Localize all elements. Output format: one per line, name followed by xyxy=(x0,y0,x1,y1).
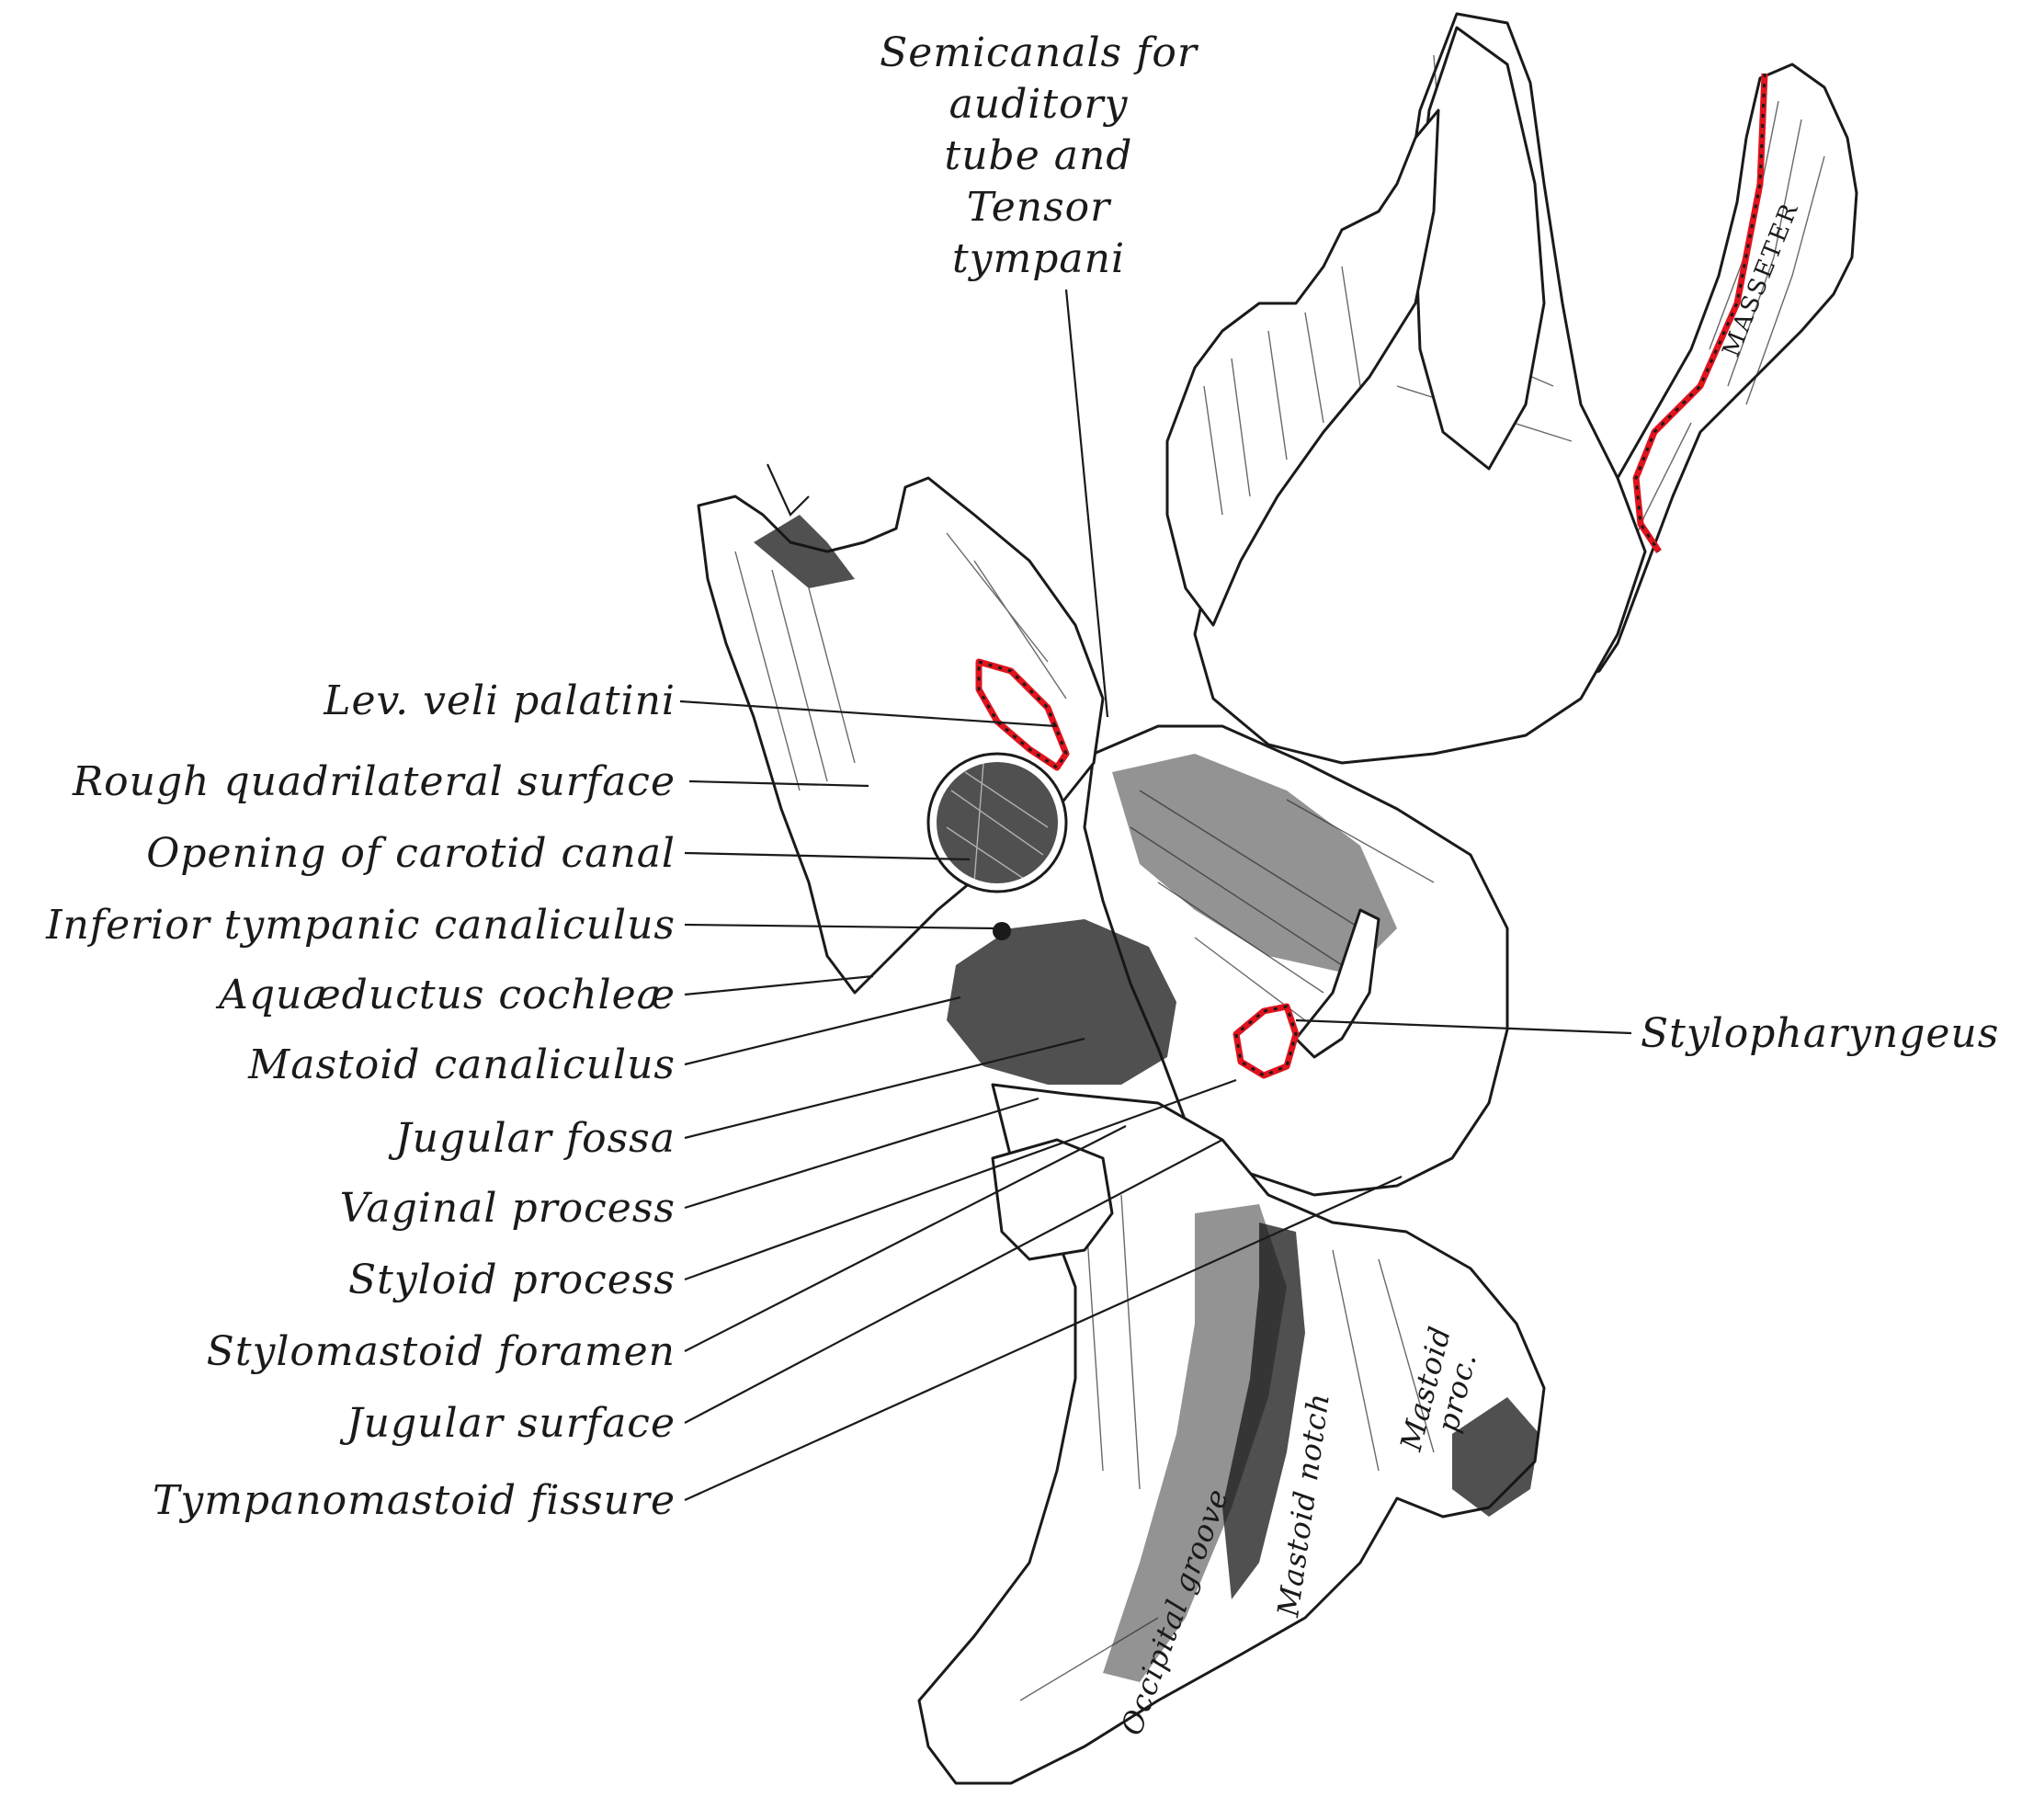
petrous-apex xyxy=(697,476,1105,995)
bone-illustration xyxy=(697,12,1858,1785)
label-inferior-tympanic-canaliculus: Inferior tympanic canaliculus xyxy=(45,902,676,949)
label-jugular-surface: Jugular surface xyxy=(339,1400,676,1447)
label-rough-quadrilateral-surface: Rough quadrilateral surface xyxy=(72,758,676,805)
label-aquaeductus-cochleae: Aquæductus cochleæ xyxy=(215,972,676,1018)
label-semicanals-line-1: Semicanals for xyxy=(880,29,1199,76)
label-opening-of-carotid-canal: Opening of carotid canal xyxy=(146,830,676,877)
label-semicanals-line-2: auditory xyxy=(949,81,1129,128)
label-stylopharyngeus: Stylopharyngeus xyxy=(1641,1010,1999,1057)
stylopharyngeus-attachment xyxy=(1233,1003,1300,1079)
jugular-fossa-shading xyxy=(947,919,1176,1085)
label-jugular-fossa: Jugular fossa xyxy=(388,1115,676,1162)
label-tympanomastoid-fissure: Tympanomastoid fissure xyxy=(153,1477,676,1524)
label-lev-veli-palatini: Lev. veli palatini xyxy=(323,677,676,724)
label-semicanals-line-3: tube and xyxy=(945,132,1133,179)
label-stylomastoid-foramen: Stylomastoid foramen xyxy=(207,1328,676,1375)
label-mastoid-canaliculus: Mastoid canaliculus xyxy=(247,1041,676,1088)
label-semicanals-line-5: tympani xyxy=(952,235,1125,282)
label-styloid-process: Styloid process xyxy=(348,1257,676,1303)
petrous-ridge xyxy=(1165,108,1440,627)
label-vaginal-process: Vaginal process xyxy=(340,1185,676,1232)
label-semicanals-line-4: Tensor xyxy=(967,184,1112,231)
leader-lines xyxy=(679,289,1632,1502)
